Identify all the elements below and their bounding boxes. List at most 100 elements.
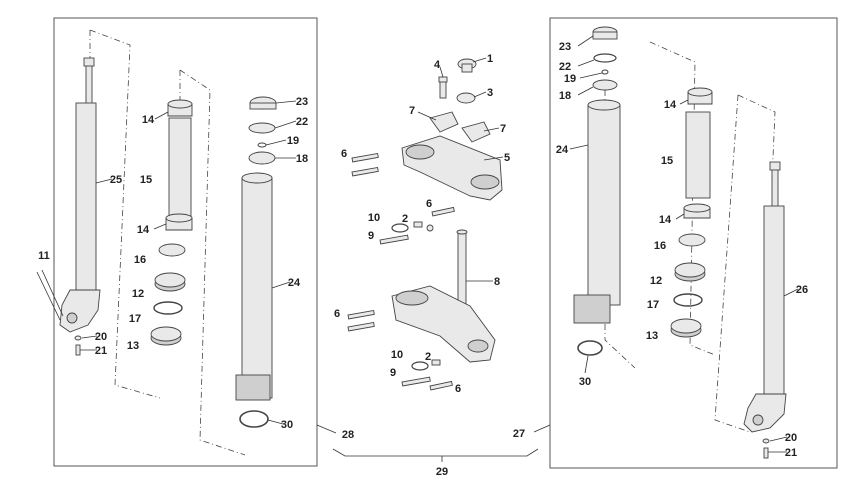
callout-14d: 14 — [659, 214, 672, 226]
align-line-left-1 — [89, 29, 161, 399]
callout-22b: 22 — [559, 61, 571, 73]
callout-20a: 20 — [95, 331, 107, 343]
dust-seal-13-left — [150, 326, 182, 346]
callout-24b: 24 — [556, 144, 569, 156]
callout-5: 5 — [504, 152, 510, 164]
spring-spacer-15-left — [168, 117, 192, 219]
callout-24a: 24 — [288, 277, 301, 289]
top-nut-1 — [457, 58, 477, 73]
bolts-6-bottom-yoke — [347, 309, 453, 391]
callout-28: 28 — [342, 429, 354, 441]
bolt-20-21-right — [762, 438, 770, 459]
callout-23b: 23 — [559, 41, 571, 53]
bushing-14-top-left — [167, 99, 193, 117]
callout-19a: 19 — [287, 135, 299, 147]
callout-14b: 14 — [137, 224, 150, 236]
callout-12b: 12 — [650, 275, 662, 287]
bushing-14-bottom-left — [165, 213, 193, 231]
callout-3: 3 — [487, 87, 493, 99]
key-switch-parts-2-10-9-top — [379, 221, 434, 245]
callout-14c: 14 — [664, 99, 677, 111]
callout-30b: 30 — [579, 376, 591, 388]
callout-20b: 20 — [785, 432, 797, 444]
callout-17a: 17 — [129, 313, 141, 325]
bushing-14-top-right — [687, 87, 713, 105]
callout-16a: 16 — [134, 254, 146, 266]
nut-3 — [456, 92, 476, 104]
clamp-7-right — [461, 121, 491, 143]
right-fork-frame — [549, 17, 838, 469]
callout-12a: 12 — [132, 288, 144, 300]
clamp-7-left — [429, 111, 459, 133]
fork-tube-25 — [59, 57, 101, 333]
washer-16-left — [158, 243, 186, 257]
callout-29: 29 — [436, 466, 448, 478]
bracket-29 — [332, 448, 539, 457]
callout-21b: 21 — [785, 447, 797, 459]
callout-8: 8 — [494, 276, 500, 288]
outer-tube-24-right — [573, 26, 621, 324]
callout-27: 27 — [513, 428, 525, 440]
callout-25: 25 — [110, 174, 122, 186]
callout-2a: 2 — [402, 213, 408, 225]
left-fork-frame — [53, 17, 318, 467]
circlip-30-left — [239, 410, 269, 428]
callout-9a: 9 — [368, 230, 374, 242]
outer-tube-24-left — [235, 96, 277, 401]
top-yoke-5 — [401, 135, 503, 201]
circlip-30-right — [577, 340, 603, 356]
callout-6c: 6 — [334, 308, 340, 320]
fork-tube-26 — [743, 161, 787, 433]
callout-30a: 30 — [281, 419, 293, 431]
callout-6d: 6 — [455, 383, 461, 395]
callout-11: 11 — [38, 250, 50, 262]
clip-17-left — [153, 301, 183, 315]
bolt-20-21-left — [74, 335, 82, 356]
callout-19b: 19 — [564, 73, 576, 85]
callout-13b: 13 — [646, 330, 658, 342]
bottom-yoke — [391, 285, 496, 363]
callout-7a: 7 — [409, 105, 415, 117]
bolt-4 — [438, 76, 448, 99]
callout-7b: 7 — [500, 123, 506, 135]
callout-6b: 6 — [426, 198, 432, 210]
seal-12-left — [154, 272, 186, 292]
callout-1: 1 — [487, 53, 493, 65]
align-line-left-3 — [179, 69, 246, 456]
leader-27 — [533, 424, 551, 433]
align-line-right-3 — [737, 94, 776, 181]
callout-2b: 2 — [425, 351, 431, 363]
callout-10a: 10 — [368, 212, 380, 224]
spring-spacer-15-right — [685, 111, 711, 199]
callout-6a: 6 — [341, 148, 347, 160]
dust-seal-13-right — [670, 318, 702, 338]
axle-clamp-bolts-11 — [36, 269, 64, 321]
callout-22a: 22 — [296, 116, 308, 128]
callout-23a: 23 — [296, 96, 308, 108]
callout-16b: 16 — [654, 240, 666, 252]
callout-14a: 14 — [142, 114, 155, 126]
key-switch-parts-2-10-9-bottom — [401, 359, 441, 387]
leader-lines — [80, 35, 799, 453]
callout-9b: 9 — [390, 367, 396, 379]
callout-26: 26 — [796, 284, 808, 296]
callout-18b: 18 — [559, 90, 571, 102]
callout-15a: 15 — [140, 174, 152, 186]
leader-28 — [316, 424, 337, 434]
bushing-14-bottom-right — [683, 203, 711, 219]
callout-17b: 17 — [647, 299, 659, 311]
bolts-6-top-yoke — [351, 152, 455, 217]
align-line-right-4 — [714, 94, 751, 433]
washer-16-right — [678, 233, 706, 247]
callout-15b: 15 — [661, 155, 673, 167]
callout-21a: 21 — [95, 345, 107, 357]
clip-17-right — [673, 293, 703, 307]
callout-labels: 1223456666778991010111212131314141414151… — [38, 41, 808, 478]
callout-18a: 18 — [296, 153, 308, 165]
callout-4: 4 — [434, 59, 441, 71]
callout-13a: 13 — [127, 340, 139, 352]
callout-10b: 10 — [391, 349, 403, 361]
seal-12-right — [674, 262, 706, 282]
